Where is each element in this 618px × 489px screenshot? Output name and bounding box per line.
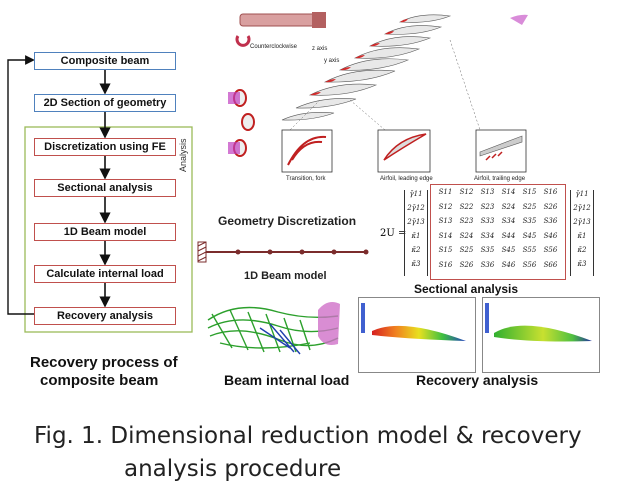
geometry-discretization-title: Geometry Discretization: [218, 214, 357, 228]
flowchart-connectors: [7, 55, 193, 333]
matrix-cell: S15: [438, 246, 453, 254]
matrix-cell: S23: [480, 202, 495, 211]
strain-vector-entry: κ̄2: [577, 246, 587, 254]
matrix-cell: S11: [438, 188, 453, 196]
matrix-cell: S26: [459, 260, 474, 269]
matrix-cell: S14: [438, 231, 453, 240]
matrix-cell: S23: [459, 217, 474, 225]
matrix-cell: S22: [459, 202, 474, 211]
matrix-cell: S16: [438, 260, 453, 269]
matrix-cell: S15: [522, 188, 537, 196]
matrix-cell: S12: [438, 202, 453, 211]
matrix-cell: S16: [543, 188, 558, 196]
flowchart-caption-line2: composite beam: [40, 372, 159, 389]
strain-vector-entry: γ̄11: [409, 190, 423, 198]
flow-step-composite-beam: Composite beam: [34, 52, 176, 70]
strain-vector-entry: 2γ̄12: [407, 204, 425, 212]
matrix-cell: S13: [480, 188, 495, 196]
z-axis-label: z axis: [312, 46, 328, 52]
flow-step-internal-load: Calculate internal load: [34, 265, 176, 283]
flow-step-recovery-analysis: Recovery analysis: [34, 307, 176, 325]
matrix-cell: S34: [480, 231, 495, 240]
matrix-cell: S66: [543, 260, 558, 269]
matrix-cell: S25: [522, 202, 537, 211]
strain-vector-entry: γ̄11: [575, 190, 589, 198]
flow-step-sectional-analysis: Sectional analysis: [34, 179, 176, 197]
beam-model-illustration: [197, 241, 369, 263]
y-axis-label: y axis: [324, 58, 340, 64]
figure-caption-line1: Fig. 1. Dimensional reduction model & re…: [34, 423, 582, 449]
inset-label-transition: Transition, fork: [286, 176, 326, 182]
matrix-cell: S55: [522, 246, 537, 254]
strain-vector-entry: κ̄3: [411, 260, 421, 268]
matrix-cell: S56: [543, 246, 558, 254]
matrix-cell: S14: [501, 188, 516, 196]
matrix-cell: S46: [501, 260, 516, 269]
strain-vector-entry: κ̄1: [411, 232, 421, 240]
recovery-panel-left: [358, 297, 476, 373]
recovery-panel-right: [482, 297, 600, 373]
figure-caption-line2: analysis procedure: [124, 456, 342, 482]
inset-label-leading-edge: Airfoil, leading edge: [380, 176, 433, 182]
strain-vector-entry: 2γ̄12: [573, 204, 591, 212]
beam-model-title: 1D Beam model: [244, 270, 327, 282]
blade-geometry-illustration: [228, 12, 528, 173]
matrix-cell: S44: [501, 231, 516, 240]
internal-load-title: Beam internal load: [224, 372, 350, 388]
strain-vector-left: γ̄11 2γ̄12 2γ̄13 κ̄1 κ̄2 κ̄3: [404, 190, 428, 276]
matrix-cell: S36: [543, 217, 558, 225]
matrix-cell: S46: [543, 231, 558, 240]
strain-vector-right: γ̄11 2γ̄12 2γ̄13 κ̄1 κ̄2 κ̄3: [570, 190, 594, 276]
matrix-cell: S12: [459, 188, 474, 196]
blade-rotation-label: Counterclockwise: [250, 44, 298, 50]
flow-step-1d-beam-model: 1D Beam model: [34, 223, 176, 241]
matrix-cell: S25: [459, 246, 474, 254]
sectional-analysis-title: Sectional analysis: [414, 282, 519, 296]
equation-lhs: 2U =: [380, 228, 407, 239]
flow-step-discretization: Discretization using FE: [34, 138, 176, 156]
matrix-cell: S13: [438, 217, 453, 225]
matrix-cell: S35: [480, 246, 495, 254]
matrix-cell: S34: [501, 217, 516, 225]
matrix-cell: S36: [480, 260, 495, 269]
flow-step-2d-section: 2D Section of geometry: [34, 94, 176, 112]
strain-vector-entry: κ̄2: [411, 246, 421, 254]
recovery-analysis-title: Recovery analysis: [416, 372, 539, 388]
inset-label-trailing-edge: Airfoil, trailing edge: [474, 176, 526, 182]
matrix-cell: S26: [543, 202, 558, 211]
matrix-cell: S33: [480, 217, 495, 225]
strain-vector-entry: 2γ̄13: [573, 218, 591, 226]
internal-load-illustration: [207, 302, 340, 355]
strain-vector-entry: κ̄1: [577, 232, 587, 240]
strain-vector-entry: 2γ̄13: [407, 218, 425, 226]
flowchart-caption-line1: Recovery process of: [30, 354, 178, 371]
matrix-cell: S56: [522, 260, 537, 269]
analysis-label: Analysis: [178, 138, 188, 172]
matrix-cell: S35: [522, 217, 537, 225]
matrix-cell: S24: [501, 202, 516, 211]
matrix-cell: S45: [522, 231, 537, 240]
strain-vector-entry: κ̄3: [577, 260, 587, 268]
matrix-cell: S45: [501, 246, 516, 254]
matrix-cell: S24: [459, 231, 474, 240]
